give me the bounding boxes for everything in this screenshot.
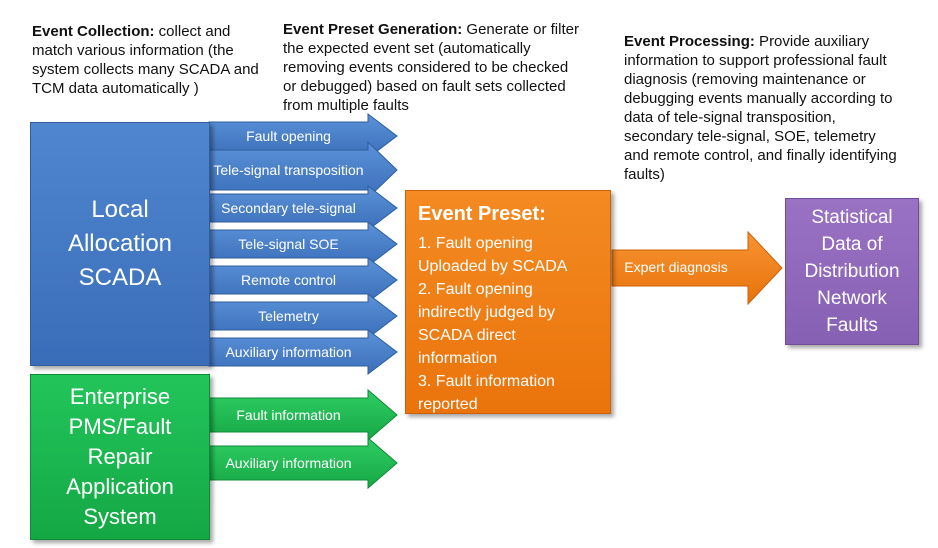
- event-collection-text: collect and match various information (t…: [32, 23, 259, 97]
- scada-arrow-3-arrow: [208, 220, 398, 268]
- scada-arrow-2-arrow: [208, 184, 398, 232]
- scada-arrow-6-label: Auxiliary information: [225, 343, 352, 360]
- scada-arrow-0-label: Fault opening: [246, 127, 331, 144]
- expert-diagnosis-arrow: [611, 230, 783, 306]
- expert-diagnosis-label: Expert diagnosis: [624, 259, 728, 275]
- pms-arrow-1-arrow: [208, 436, 398, 490]
- local-allocation-scada-box: Local Allocation SCADA: [30, 122, 210, 366]
- event-preset-line: reported: [418, 396, 478, 413]
- event-preset-line: SCADA direct: [418, 327, 516, 344]
- pms-arrow-0-arrow: [208, 388, 398, 442]
- event-preset-generation-title: Event Preset Generation:: [283, 21, 463, 38]
- event-preset-line: 3. Fault information: [418, 373, 555, 390]
- scada-arrow-2-label: Secondary tele-signal: [221, 199, 356, 216]
- event-processing-note: Event Processing: Provide auxiliary info…: [624, 32, 902, 184]
- event-collection-note: Event Collection: collect and match vari…: [32, 22, 267, 98]
- event-preset-line: information: [418, 350, 498, 367]
- statistical-data-label: Statistical Data of Distribution Network…: [804, 207, 900, 336]
- scada-arrow-1-arrow: [208, 140, 398, 200]
- pms-arrow-1-label: Auxiliary information: [225, 454, 352, 471]
- pms-arrow-0-label: Fault information: [236, 406, 341, 423]
- scada-arrow-5-label: Telemetry: [258, 307, 319, 324]
- pms-box-label: Enterprise PMS/Fault Repair Application …: [66, 384, 174, 529]
- scada-arrow-4-label: Remote control: [241, 271, 336, 288]
- event-processing-text: Provide auxiliary information to support…: [624, 33, 897, 183]
- event-preset-line: Uploaded by SCADA: [418, 258, 568, 275]
- enterprise-pms-box: Enterprise PMS/Fault Repair Application …: [30, 374, 210, 540]
- event-preset-line: 1. Fault opening: [418, 235, 533, 252]
- pms-arrows-group: [208, 388, 398, 490]
- scada-arrow-1-label: Tele-signal transposition: [213, 161, 364, 178]
- scada-arrow-3-label: Tele-signal SOE: [238, 235, 339, 252]
- statistical-data-box: Statistical Data of Distribution Network…: [785, 198, 919, 345]
- event-preset-line: indirectly judged by: [418, 304, 555, 321]
- event-preset-line: 2. Fault opening: [418, 281, 533, 298]
- scada-arrow-4-arrow: [208, 256, 398, 304]
- scada-arrow-5-arrow: [208, 292, 398, 340]
- event-preset-generation-note: Event Preset Generation: Generate or fil…: [283, 20, 585, 115]
- event-collection-title: Event Collection:: [32, 23, 155, 40]
- event-preset-title: Event Preset:: [418, 203, 546, 225]
- event-processing-title: Event Processing:: [624, 33, 755, 50]
- scada-box-label: Local Allocation SCADA: [67, 196, 173, 291]
- scada-arrow-6-arrow: [208, 328, 398, 376]
- event-preset-generation-text: Generate or filter the expected event se…: [283, 21, 579, 114]
- scada-arrows-group: [208, 112, 398, 376]
